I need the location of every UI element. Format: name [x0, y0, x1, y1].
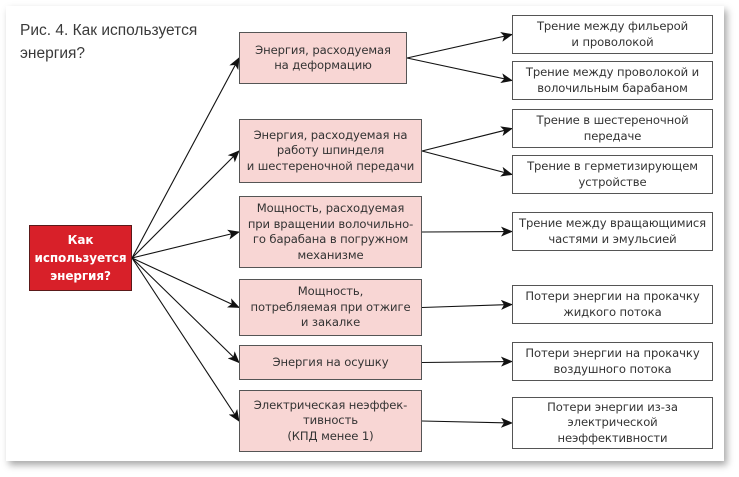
friction-gear-node: Трение в шестереночной передаче	[512, 109, 713, 148]
friction-wire-drum-node: Трение между проволокой и волочильным ба…	[512, 61, 713, 100]
arrow-mid-0-to-leaf-1	[406, 57, 513, 84]
energy-drying-node: Энергия на осушку	[239, 345, 422, 380]
root-node: Как используется энергия?	[29, 225, 132, 291]
arrow-mid-3-to-leaf-5	[421, 299, 513, 310]
electrical-loss-node: Потери энергии из-за электрической неэфф…	[512, 397, 713, 449]
power-drum-rotation-node: Мощность, расходуемая при вращении волоч…	[239, 196, 422, 268]
arrow-root-to-mid-0	[131, 57, 240, 259]
arrow-mid-5-to-leaf-7	[421, 417, 513, 428]
air-pumping-loss-node: Потери энергии на прокачку воздушного по…	[512, 342, 713, 381]
liquid-pumping-loss-node: Потери энергии на прокачку жидкого поток…	[512, 285, 713, 324]
arrow-mid-2-to-leaf-4	[421, 226, 513, 237]
arrow-mid-0-to-leaf-0	[406, 32, 513, 59]
arrow-root-to-mid-2	[131, 229, 240, 259]
friction-seal-node: Трение в герметизирующем устройстве	[512, 155, 713, 194]
energy-spindle-gear-node: Энергия, расходуемая на работу шпинделя …	[239, 119, 422, 183]
arrow-root-to-mid-3	[131, 257, 240, 308]
arrow-mid-4-to-leaf-6	[421, 356, 513, 367]
power-annealing-node: Мощность, потребляемая при отжиге и зака…	[239, 279, 422, 336]
friction-die-wire-node: Трение между фильерой и проволокой	[512, 15, 713, 54]
arrow-root-to-mid-4	[131, 257, 240, 364]
arrow-root-to-mid-5	[131, 257, 240, 422]
arrow-root-to-mid-1	[131, 150, 240, 259]
arrow-mid-1-to-leaf-3	[421, 150, 513, 177]
energy-deformation-node: Энергия, расходуемая на деформацию	[239, 32, 407, 84]
electrical-inefficiency-node: Электрическая неэффек- тивность (КПД мен…	[239, 390, 422, 452]
figure-title: Рис. 4. Как используется энергия?	[20, 22, 198, 62]
arrow-mid-1-to-leaf-2	[421, 126, 513, 152]
friction-emulsion-node: Трение между вращающимися частями и эмул…	[512, 212, 713, 251]
